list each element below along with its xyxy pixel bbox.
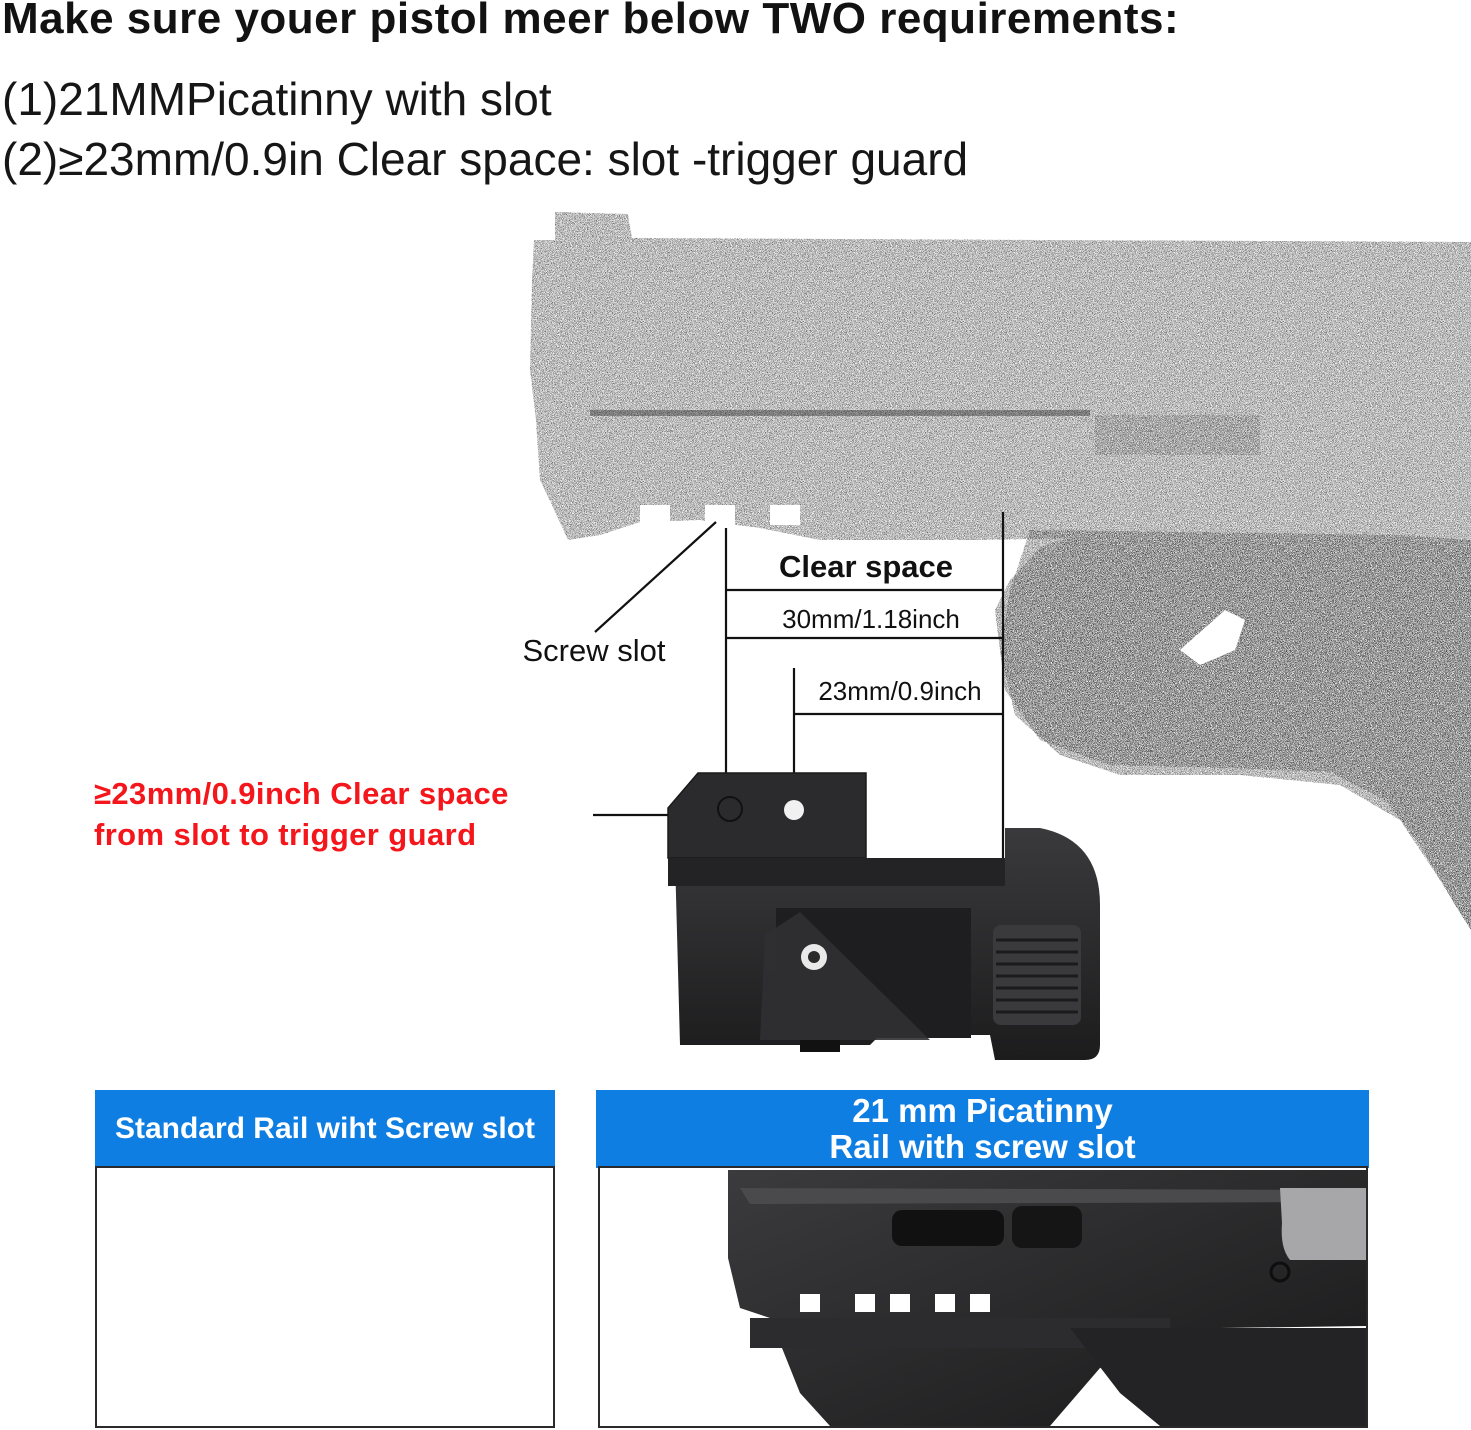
- page-title: Make sure youer pistol meer below TWO re…: [2, 0, 1180, 43]
- picatinny-header: 21 mm Picatinny Rail with screw slot: [596, 1090, 1369, 1168]
- requirement-2: (2)≥23mm/0.9in Clear space: slot -trigge…: [2, 133, 969, 185]
- dimension-23mm: 23mm/0.9inch: [818, 676, 981, 706]
- pistol-silhouette: [530, 212, 1471, 930]
- warning-line-2: from slot to trigger guard: [94, 817, 477, 852]
- pistol-rail-photo: [728, 1170, 1366, 1426]
- warning-line-1: ≥23mm/0.9inch Clear space: [94, 776, 509, 811]
- picatinny-title-line-2: Rail with screw slot: [829, 1128, 1136, 1165]
- standard-rail-header: Standard Rail wiht Screw slot: [95, 1090, 555, 1168]
- requirement-1: (1)21MMPicatinny with slot: [2, 73, 552, 125]
- rail-mount-device: [667, 772, 1100, 1060]
- dimension-30mm: 30mm/1.18inch: [782, 604, 960, 634]
- clear-space-warning: ≥23mm/0.9inch Clear space from slot to t…: [94, 773, 509, 855]
- picatinny-title-line-1: 21 mm Picatinny: [852, 1092, 1113, 1129]
- standard-rail-panel: [95, 1166, 555, 1428]
- picatinny-photo-panel: [598, 1166, 1368, 1428]
- measurement-lines: [593, 512, 1005, 885]
- standard-rail-title: Standard Rail wiht Screw slot: [114, 1112, 536, 1145]
- screw-slot-label: Screw slot: [523, 633, 666, 668]
- clear-space-label: Clear space: [779, 549, 953, 584]
